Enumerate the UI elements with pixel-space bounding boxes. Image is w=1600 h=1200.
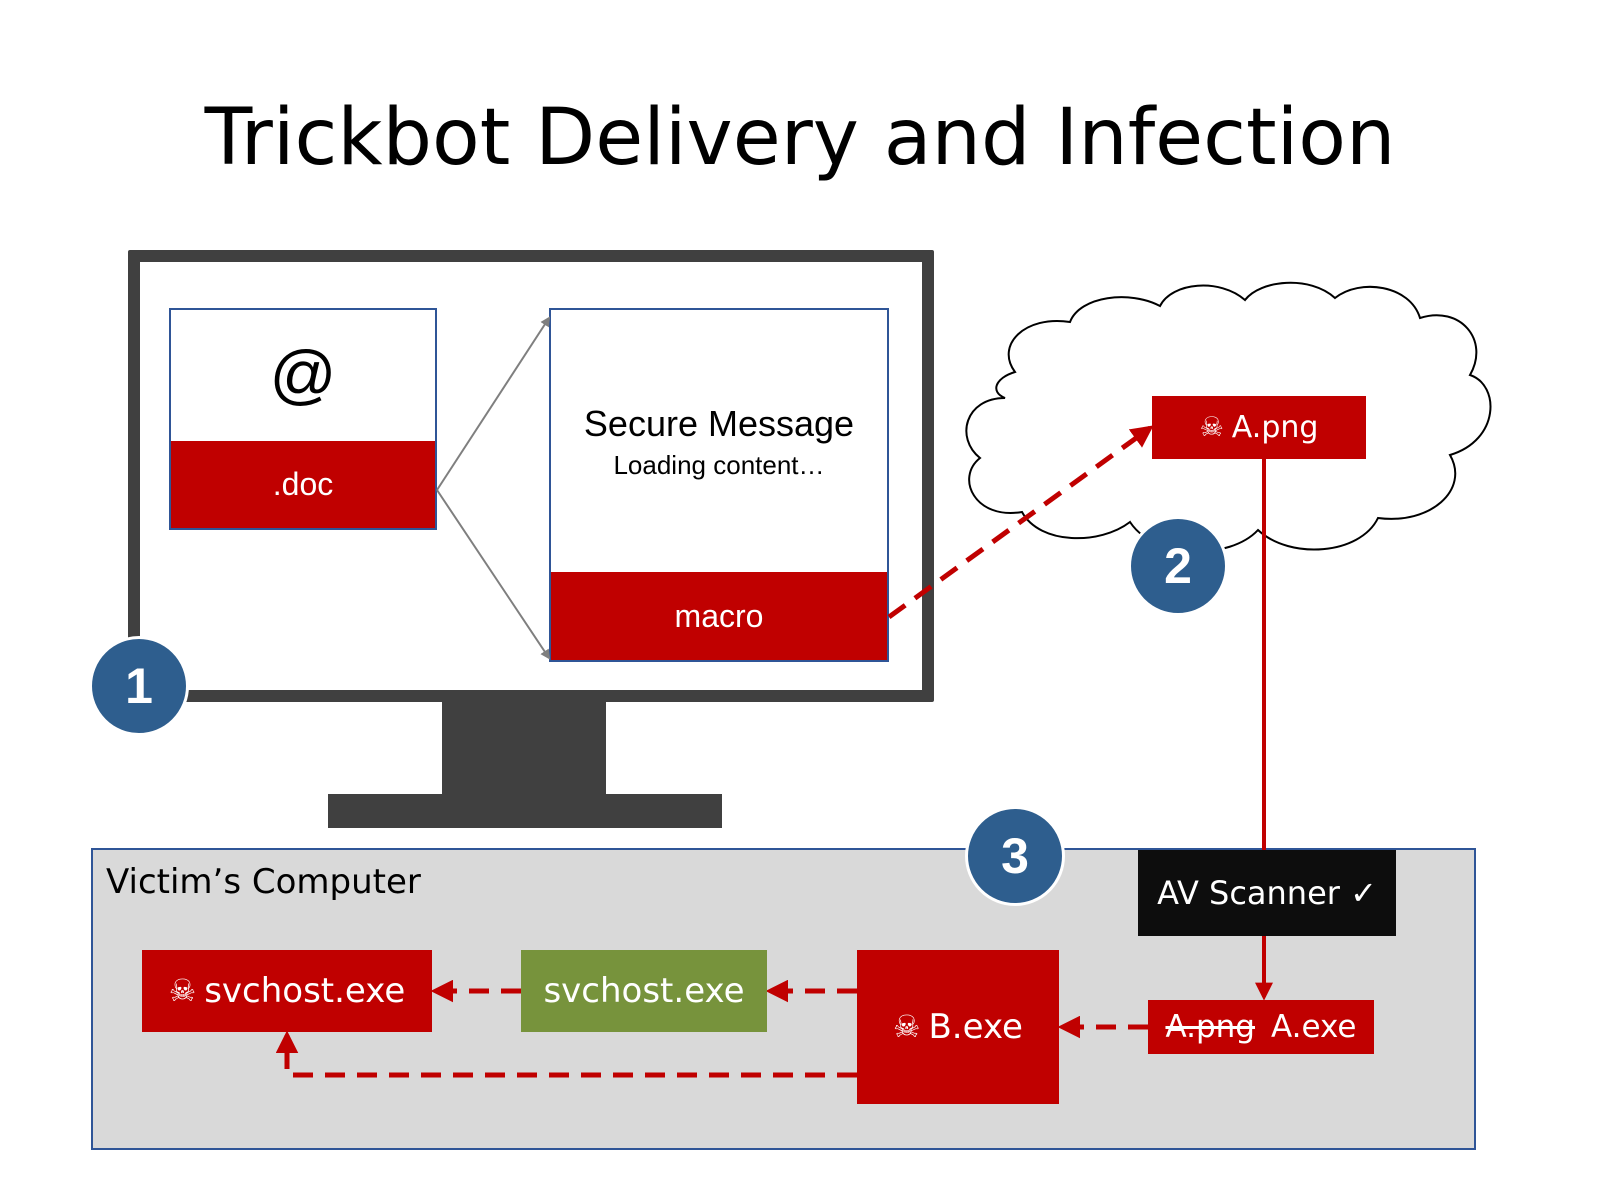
av-scanner: AV Scanner ✓ [1138, 850, 1396, 936]
png-file-label: A.png [1231, 410, 1319, 445]
message-title: Secure Message [583, 403, 855, 444]
skull-crossbones-icon: ☠ [168, 973, 197, 1009]
message-subtitle: Loading content… [613, 450, 825, 480]
renamed-exe-file: A.png A.exe [1148, 1000, 1374, 1054]
secure-message-document: Secure Message Loading content… macro [549, 308, 889, 662]
step-badge-2: 2 [1128, 516, 1228, 616]
b-exe-process: ☠ B.exe [857, 950, 1059, 1104]
b-exe-label: B.exe [928, 1007, 1023, 1047]
old-filename: A.png [1165, 1009, 1255, 1045]
at-sign-icon: @ [269, 337, 337, 411]
step-badge-3: 3 [965, 806, 1065, 906]
svchost-clean-process: svchost.exe [521, 950, 767, 1032]
macro-band: macro [551, 572, 887, 660]
skull-crossbones-icon: ☠ [1199, 412, 1224, 443]
page-title: Trickbot Delivery and Infection [204, 93, 1396, 183]
victim-computer-label: Victim’s Computer [106, 862, 421, 902]
monitor-stand-neck [442, 702, 606, 794]
new-filename: A.exe [1271, 1009, 1357, 1045]
step-badge-1: 1 [89, 636, 189, 736]
monitor-stand-base [328, 794, 722, 828]
svchost-malicious-label: svchost.exe [204, 971, 406, 1011]
cloud-png-file: ☠ A.png [1152, 396, 1366, 459]
skull-crossbones-icon: ☠ [893, 1009, 921, 1045]
email-message: @ .doc [169, 308, 437, 530]
svchost-malicious-process: ☠ svchost.exe [142, 950, 432, 1032]
doc-attachment: .doc [171, 441, 435, 528]
